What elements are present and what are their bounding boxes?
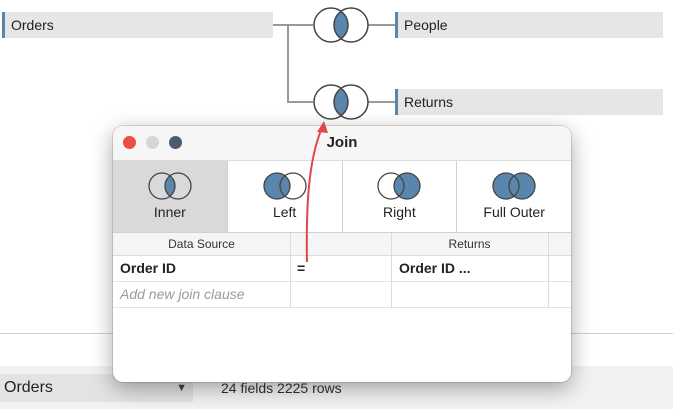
join-type-left[interactable]: Left [227,161,343,232]
fields-rows-summary: 24 fields 2225 rows [221,380,342,396]
join-clause-header: Data Source Returns [113,233,571,256]
join-type-selector: Inner Left Right Ful [113,161,571,233]
join-clause-row[interactable]: Order ID = Order ID ... [113,256,571,282]
dialog-title: Join [326,134,358,151]
venn-left-icon [262,172,307,200]
table-orders-label: Orders [11,17,54,33]
connector-line [287,101,313,103]
connector-line [368,24,397,26]
join-type-label: Inner [153,204,186,220]
table-orders[interactable]: Orders [2,12,273,38]
join-type-inner[interactable]: Inner [113,161,228,232]
table-select-value: Orders [4,379,53,396]
chevron-down-icon: ▼ [176,382,187,394]
join-type-label: Full Outer [483,204,545,220]
table-returns-label: Returns [404,94,454,110]
join-type-right[interactable]: Right [342,161,458,232]
connector-line [287,24,289,102]
join-inner-icon[interactable] [311,5,371,45]
table-people[interactable]: People [395,12,663,38]
join-type-label: Right [383,204,416,220]
add-join-clause-row[interactable]: Add new join clause [113,282,571,308]
table-returns[interactable]: Returns [395,89,663,115]
zoom-window-button[interactable] [169,136,182,149]
column-divider [391,233,392,308]
column-divider [290,233,291,308]
join-operator[interactable]: = [297,260,306,276]
table-people-label: People [404,17,448,33]
join-type-full-outer[interactable]: Full Outer [457,161,571,232]
header-data-source: Data Source [168,237,235,251]
left-field[interactable]: Order ID [120,260,177,276]
right-field[interactable]: Order ID ... [399,260,471,276]
venn-inner-icon [148,172,192,200]
join-inner-icon[interactable] [311,82,371,122]
venn-full-outer-icon [492,172,536,200]
connector-line [368,101,397,103]
connector-line [273,24,313,26]
minimize-window-button[interactable] [146,136,159,149]
join-type-label: Left [272,204,297,220]
close-window-button[interactable] [123,136,136,149]
venn-right-icon [377,172,422,200]
column-divider [548,233,549,308]
add-join-clause-placeholder[interactable]: Add new join clause [120,286,245,302]
dialog-titlebar[interactable]: Join [113,126,571,161]
header-returns: Returns [448,237,491,251]
join-dialog: Join Inner Left Ri [113,126,571,382]
